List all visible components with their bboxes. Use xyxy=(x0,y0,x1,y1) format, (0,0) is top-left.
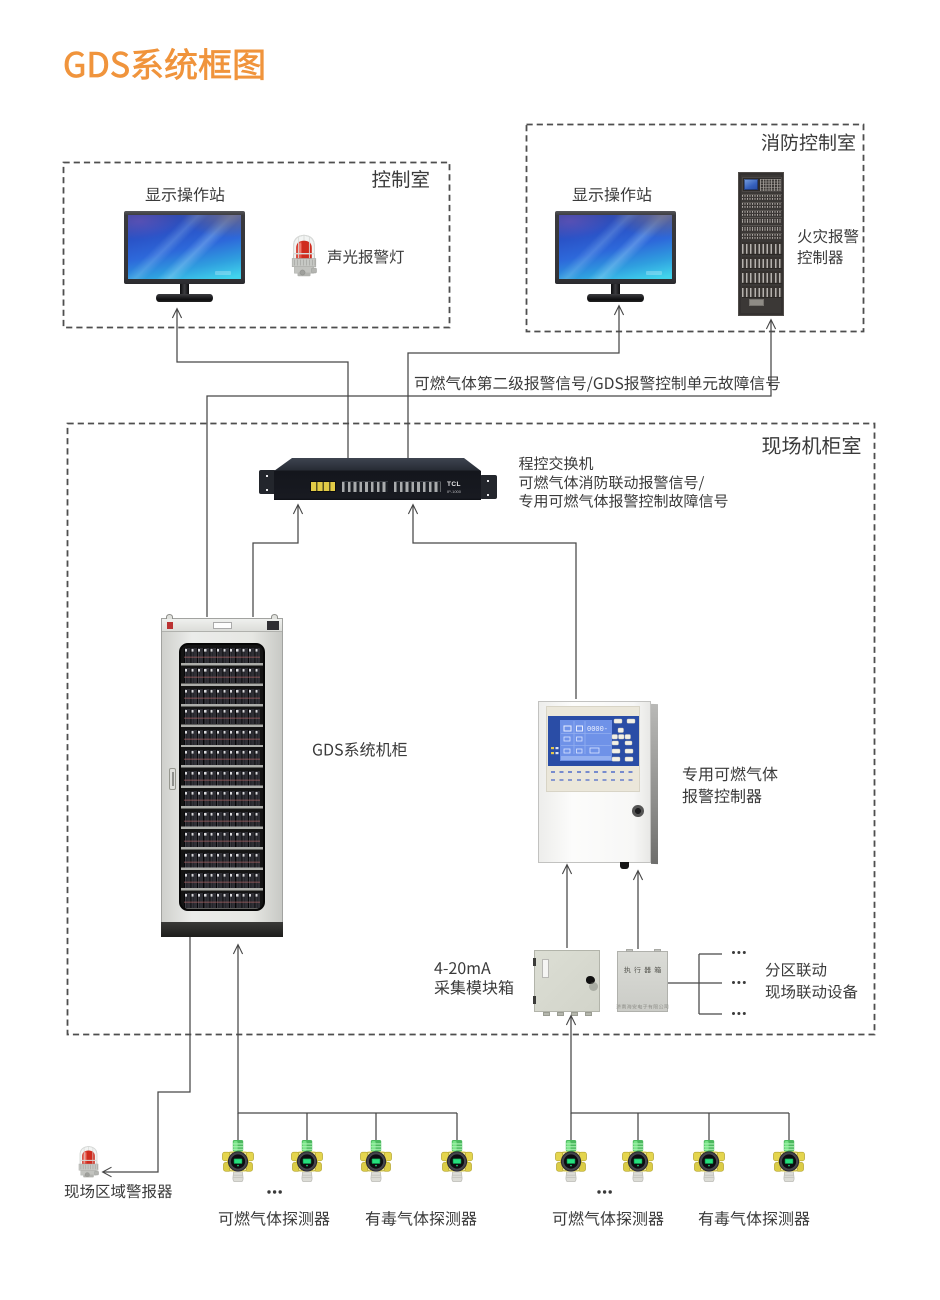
svg-text:0000-: 0000- xyxy=(587,726,608,734)
